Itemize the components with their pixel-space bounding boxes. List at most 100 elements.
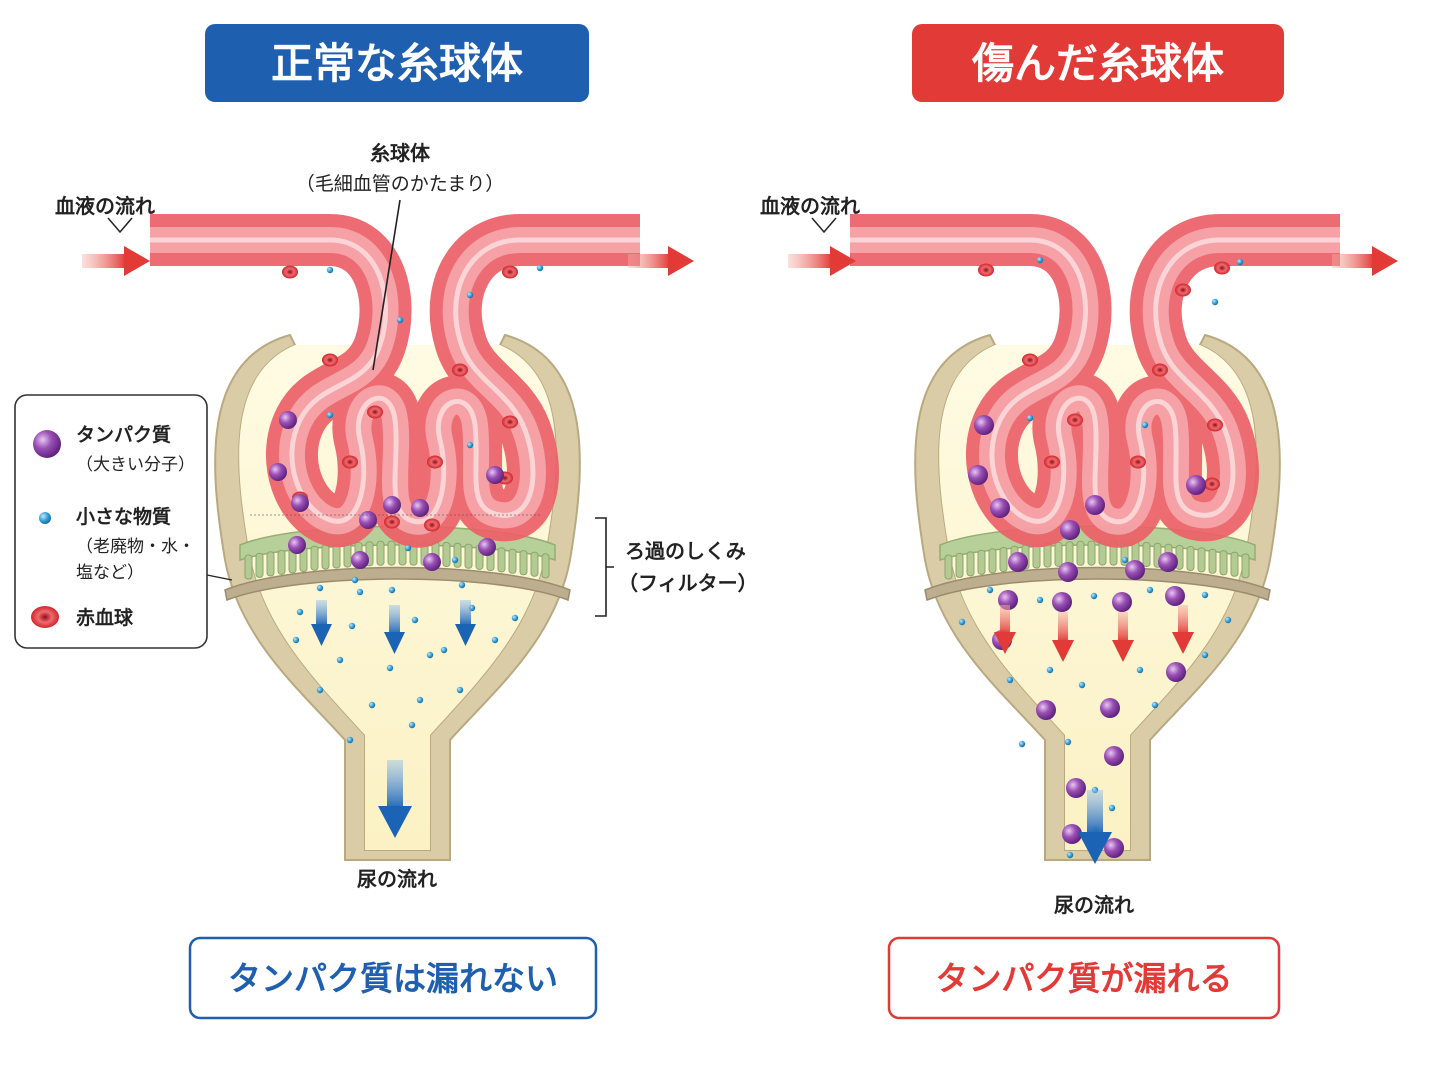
filter-podocyte <box>1087 540 1096 566</box>
filter-podocyte <box>453 542 462 568</box>
filter-podocyte <box>442 542 451 568</box>
blood-in-arrow <box>788 246 856 276</box>
right-title: 傷んだ糸球体 <box>971 39 1224 88</box>
glomerulus-sublabel: （毛細血管のかたまり） <box>296 173 504 195</box>
blood-out-arrow <box>1332 246 1398 276</box>
small-substance-particle <box>408 721 416 729</box>
filter-podocyte <box>321 544 330 570</box>
small-substance-particle <box>411 616 419 624</box>
protein-particle <box>1060 520 1080 540</box>
protein-particle <box>1158 552 1178 572</box>
protein-particle <box>359 511 377 529</box>
small-substance-particle <box>451 556 459 564</box>
red-blood-cell <box>1214 261 1230 275</box>
filter-podocyte <box>1230 551 1239 577</box>
protein-particle <box>486 466 504 484</box>
small-substance-particle <box>326 266 334 274</box>
small-substance-particle <box>466 291 474 299</box>
left-result-box <box>188 936 598 1020</box>
particles-normal <box>269 264 544 744</box>
particles-damaged <box>958 256 1244 859</box>
small-substance-particle <box>1036 596 1044 604</box>
filter-podocyte <box>966 551 975 577</box>
filter-podocyte <box>541 553 550 579</box>
small-substance-particle <box>1036 256 1044 264</box>
protein-particle <box>1066 778 1086 798</box>
small-substance-particle <box>456 686 464 694</box>
protein-particle <box>1058 562 1078 582</box>
filter-podocyte <box>519 550 528 576</box>
filter-podocyte <box>1197 547 1206 573</box>
protein-particle <box>291 494 309 512</box>
normal-glomerulus-panel: 正常な糸球体 糸球体 （毛細血管のかたまり） 血液の流れ ろ過のしくみ （フィル… <box>55 24 758 1020</box>
red-blood-cell <box>978 263 994 277</box>
blood-out-arrow <box>628 246 694 276</box>
left-result-text: タンパク質は漏れない <box>228 959 558 998</box>
small-substance-particle <box>1146 586 1154 594</box>
filter-podocyte <box>1241 553 1250 579</box>
capillary-tuft <box>150 214 640 548</box>
urine-arrow <box>378 760 412 838</box>
small-substance-particle <box>1090 592 1098 600</box>
blood-flow-leader-line <box>107 217 133 234</box>
filter-podocyte <box>376 540 385 566</box>
legend-small-sublabel-1: （老廃物・水・ <box>76 537 195 557</box>
legend: タンパク質 （大きい分子） 小さな物質 （老廃物・水・ 塩など） 赤血球 <box>14 394 208 649</box>
red-blood-cell-legend-icon <box>31 606 59 628</box>
protein-particle <box>1112 592 1132 612</box>
right-title-box <box>912 24 1284 102</box>
filter-podocyte <box>977 549 986 575</box>
protein-particle <box>1008 552 1028 572</box>
glomerulus-label: 糸球体 <box>370 141 431 165</box>
protein-particle <box>288 536 306 554</box>
protein-particle <box>1186 475 1206 495</box>
filter-podocyte <box>332 543 341 569</box>
red-blood-cell <box>1204 477 1220 491</box>
small-substance-particle <box>1211 298 1219 306</box>
small-substance-legend-icon <box>39 512 51 524</box>
red-blood-cell <box>452 363 468 377</box>
small-substance-particle <box>458 581 466 589</box>
blood-in-arrow <box>82 246 150 276</box>
small-substance-particle <box>1064 738 1072 746</box>
filter-podocyte <box>530 551 539 577</box>
small-substance-particle <box>1078 681 1086 689</box>
legend-box <box>14 394 208 649</box>
protein-particle <box>411 499 429 517</box>
small-substance-particle <box>536 264 544 272</box>
filter-podocyte <box>1032 543 1041 569</box>
red-blood-cell <box>1175 283 1191 297</box>
right-result-box <box>887 936 1281 1020</box>
small-substance-particle <box>368 701 376 709</box>
filter-podocyte <box>944 554 953 580</box>
small-substance-particle <box>1236 258 1244 266</box>
small-substance-particle <box>386 664 394 672</box>
protein-legend-icon <box>33 430 61 458</box>
small-substance-particle <box>958 618 966 626</box>
red-blood-cell <box>384 515 400 529</box>
left-blood-flow-label: 血液の流れ <box>55 194 155 218</box>
left-title: 正常な糸球体 <box>271 39 523 88</box>
small-substance-particle <box>511 614 519 622</box>
legend-small-label: 小さな物質 <box>76 505 171 528</box>
filter-podocyte <box>244 554 253 580</box>
small-substance-particle <box>1141 421 1149 429</box>
damaged-glomerulus-panel: 傷んだ糸球体 血液の流れ 尿の流れ タンパク質が漏れる <box>760 24 1398 1020</box>
small-substance-particle <box>1046 666 1054 674</box>
filter-podocyte <box>999 546 1008 572</box>
protein-particle <box>383 496 401 514</box>
small-substance-particle <box>348 622 356 630</box>
red-blood-cell <box>282 265 298 279</box>
small-substance-particle <box>1201 651 1209 659</box>
protein-particle <box>1085 495 1105 515</box>
filter-bracket <box>595 517 614 617</box>
small-substance-particle <box>1018 740 1026 748</box>
small-substance-particle <box>404 544 412 552</box>
small-substance-particle <box>296 608 304 616</box>
small-substance-particle <box>351 576 359 584</box>
filter-podocyte <box>508 548 517 574</box>
filter-podocyte <box>255 552 264 578</box>
filtrate-arrows <box>311 600 476 654</box>
